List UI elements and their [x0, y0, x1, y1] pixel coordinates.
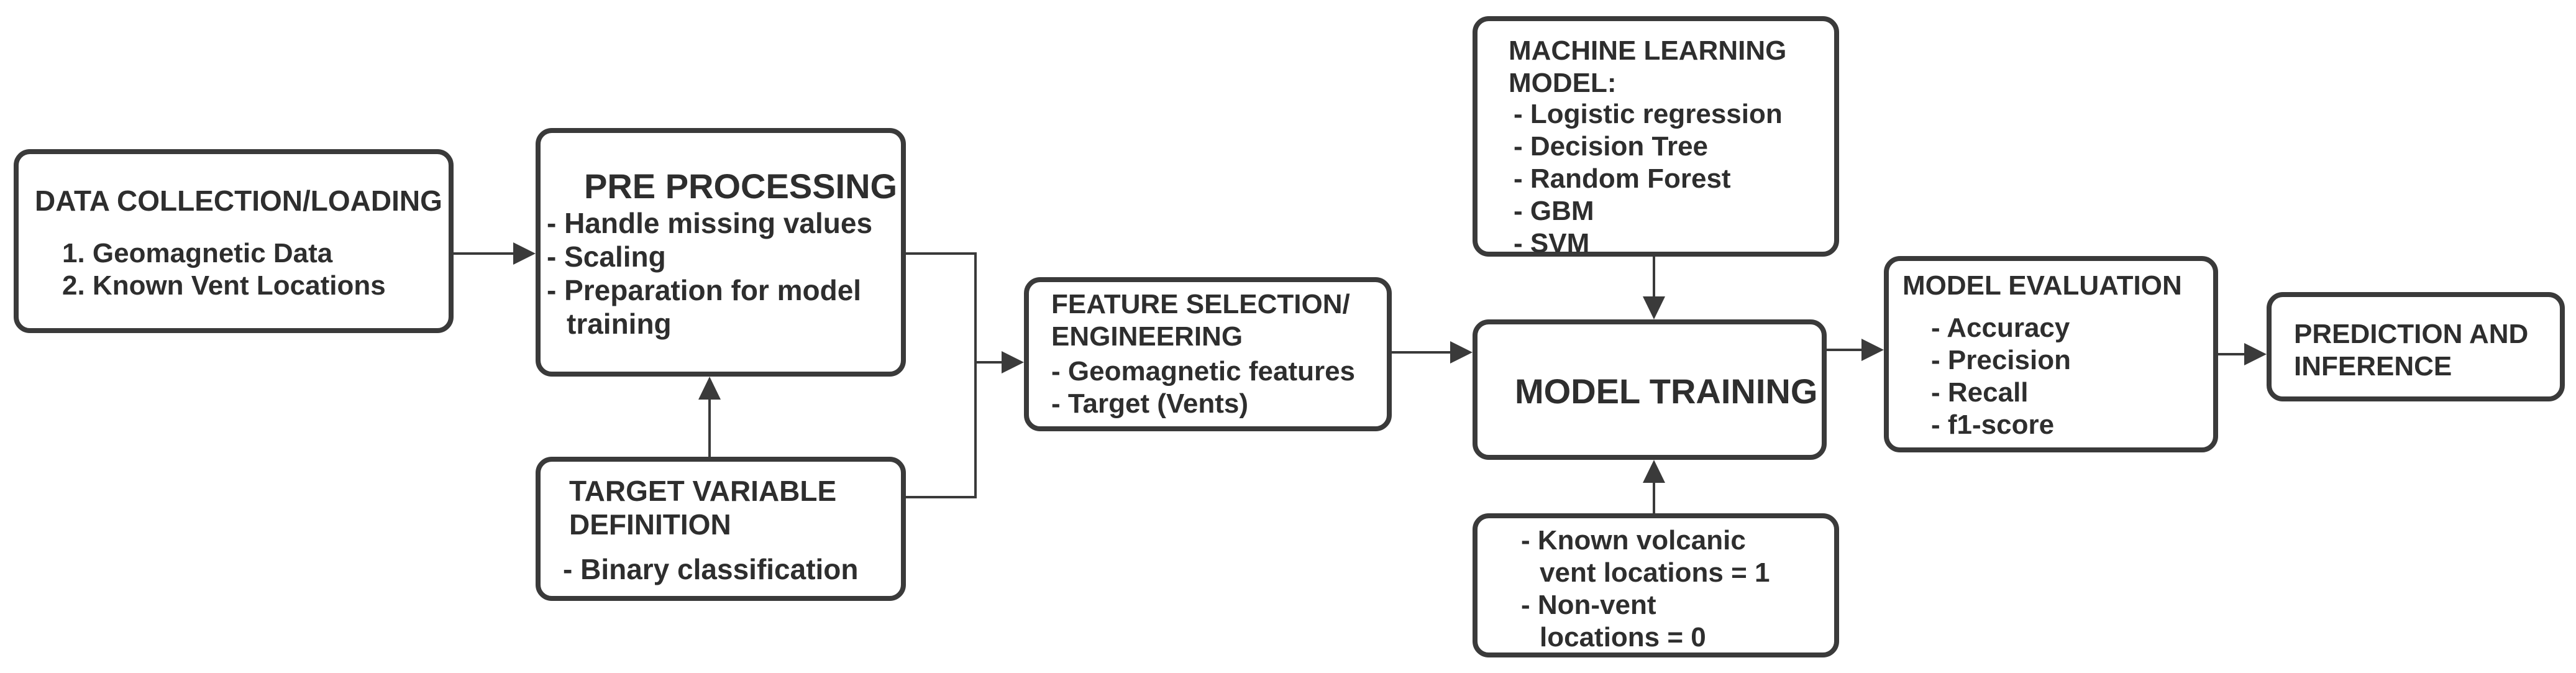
feature-selection-item: - Geomagnetic features — [1051, 356, 1356, 387]
feature-selection-box: FEATURE SELECTION/ ENGINEERING - Geomagn… — [1024, 277, 1392, 431]
feature-selection-title: FEATURE SELECTION/ — [1051, 289, 1350, 319]
target-variable-box: TARGET VARIABLE DEFINITION - Binary clas… — [536, 457, 906, 601]
prediction-title: INFERENCE — [2294, 351, 2452, 382]
ml-model-item: - Random Forest — [1514, 163, 1731, 194]
ml-model-title: MODEL: — [1509, 68, 1617, 98]
labels-box: - Known volcanic vent locations = 1 - No… — [1473, 513, 1839, 657]
prediction-title: PREDICTION AND — [2294, 319, 2529, 349]
arrow-model-to-training — [1643, 257, 1665, 319]
pre-processing-item: - Preparation for model — [547, 274, 862, 306]
model-training-title: MODEL TRAINING — [1515, 372, 1818, 411]
model-evaluation-item: - Precision — [1931, 345, 2071, 375]
model-evaluation-item: - Accuracy — [1931, 313, 2070, 343]
data-collection-item: 2. Known Vent Locations — [62, 270, 386, 301]
arrow-collection-to-preprocessing — [454, 242, 536, 265]
labels-item: - Non-vent — [1521, 590, 1656, 620]
ml-model-box: MACHINE LEARNING MODEL: - Logistic regre… — [1473, 16, 1839, 259]
ml-model-item: - Logistic regression — [1514, 99, 1783, 129]
feature-selection-title: ENGINEERING — [1051, 321, 1243, 352]
pre-processing-item: - Scaling — [547, 240, 666, 273]
pre-processing-title: PRE PROCESSING — [584, 167, 898, 206]
target-variable-item: - Binary classification — [563, 553, 859, 585]
arrow-target-to-preprocessing — [698, 377, 721, 457]
labels-item: locations = 0 — [1540, 622, 1706, 652]
feature-selection-item: - Target (Vents) — [1051, 388, 1249, 419]
labels-item: vent locations = 1 — [1540, 557, 1770, 588]
pre-processing-box: PRE PROCESSING - Handle missing values -… — [536, 128, 906, 377]
data-collection-box: DATA COLLECTION/LOADING 1. Geomagnetic D… — [14, 149, 454, 333]
model-evaluation-item: - f1-score — [1931, 410, 2055, 440]
pre-processing-item: - Handle missing values — [547, 207, 873, 239]
arrow-evaluation-to-prediction — [2218, 343, 2267, 365]
pre-processing-item: training — [567, 308, 672, 340]
model-training-box: MODEL TRAINING — [1473, 319, 1827, 460]
model-evaluation-item: - Recall — [1931, 377, 2029, 408]
arrow-training-to-evaluation — [1827, 339, 1884, 361]
connector-merge-to-feature-selection — [906, 252, 1024, 498]
ml-model-item: - Decision Tree — [1514, 131, 1709, 162]
data-collection-item: 1. Geomagnetic Data — [62, 238, 333, 268]
arrow-features-to-training — [1392, 341, 1473, 364]
target-variable-title: DEFINITION — [569, 508, 731, 541]
model-evaluation-box: MODEL EVALUATION - Accuracy - Precision … — [1884, 256, 2218, 452]
target-variable-title: TARGET VARIABLE — [569, 475, 837, 507]
ml-model-item: - SVM — [1514, 228, 1590, 259]
model-evaluation-title: MODEL EVALUATION — [1902, 270, 2182, 301]
arrow-labels-to-training — [1643, 460, 1665, 513]
prediction-box: PREDICTION AND INFERENCE — [2267, 292, 2565, 401]
ml-model-title: MACHINE LEARNING — [1509, 35, 1787, 66]
ml-model-item: - GBM — [1514, 196, 1594, 226]
data-collection-title: DATA COLLECTION/LOADING — [35, 185, 442, 217]
labels-item: - Known volcanic — [1521, 525, 1746, 556]
